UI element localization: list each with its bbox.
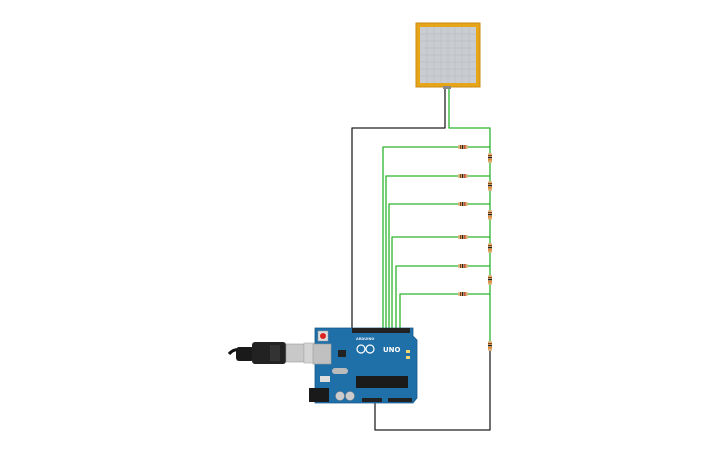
power-header[interactable] — [362, 398, 382, 402]
sensor-grid — [420, 27, 476, 83]
board-brand-label: ARDUINO — [356, 337, 374, 341]
green-wire-6[interactable] — [399, 293, 490, 328]
resistor[interactable] — [488, 153, 492, 163]
green-wire-2[interactable] — [385, 175, 490, 328]
usb-cable[interactable] — [227, 342, 325, 364]
digital-header[interactable] — [352, 328, 410, 333]
green-wire-4[interactable] — [391, 236, 490, 328]
resistor[interactable] — [458, 292, 468, 296]
resistors-horizontal — [458, 145, 468, 296]
resistor[interactable] — [458, 174, 468, 178]
resistors-vertical — [488, 153, 492, 351]
resistor[interactable] — [488, 181, 492, 191]
resistor[interactable] — [488, 210, 492, 220]
power-jack[interactable] — [309, 388, 329, 402]
green-wire-sensor-to-rail[interactable] — [448, 88, 491, 148]
black-wire-bottom[interactable] — [374, 350, 491, 431]
resistor[interactable] — [458, 145, 468, 149]
arduino-uno-board[interactable]: UNO ARDUINO — [309, 327, 418, 404]
green-wire-3[interactable] — [388, 203, 490, 328]
resistor[interactable] — [488, 341, 492, 351]
resistor[interactable] — [488, 275, 492, 285]
resistor[interactable] — [488, 243, 492, 253]
pressure-sensor-pad[interactable] — [415, 22, 481, 89]
green-wire-1[interactable] — [382, 146, 490, 328]
analog-header[interactable] — [388, 398, 412, 402]
green-wire-5[interactable] — [395, 265, 490, 328]
resistor[interactable] — [458, 264, 468, 268]
resistor[interactable] — [458, 202, 468, 206]
arduino-logo — [356, 344, 375, 354]
microcontroller-chip — [356, 376, 408, 388]
board-model-label: UNO — [383, 346, 401, 354]
resistor[interactable] — [458, 235, 468, 239]
black-wire-sensor-to-board[interactable] — [351, 88, 446, 330]
